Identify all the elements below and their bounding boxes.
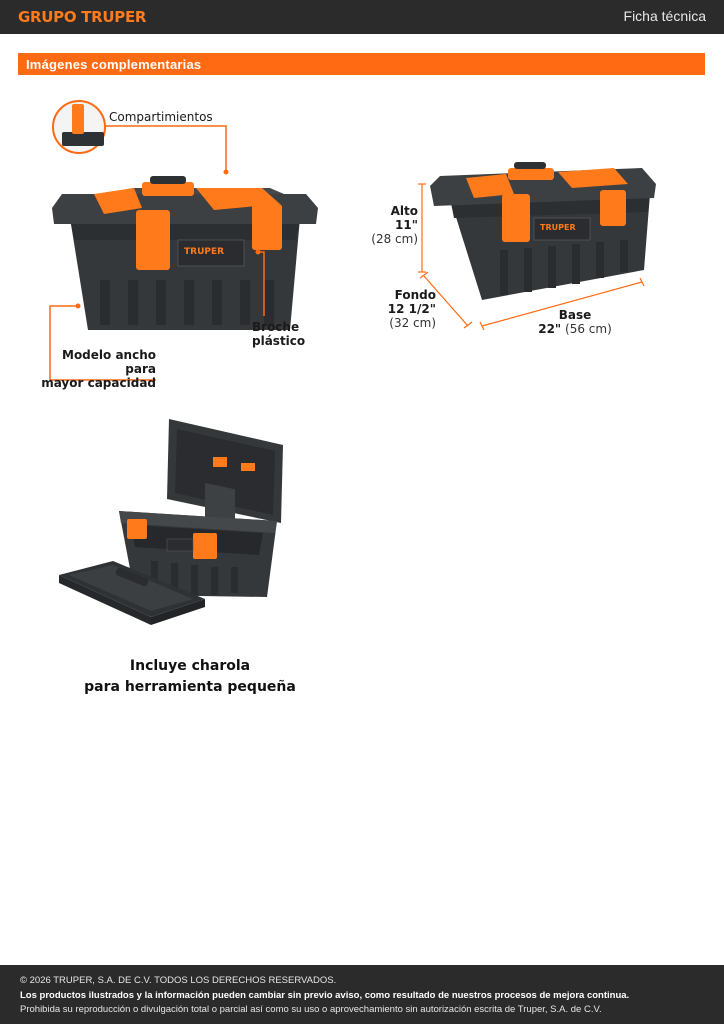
base-label: Base: [558, 308, 592, 322]
footer: © 2026 TRUPER, S.A. DE C.V. TODOS LOS DE…: [0, 965, 724, 1024]
base-cm: (56 cm): [565, 322, 612, 336]
callout-wide-line1: Modelo ancho para: [62, 348, 156, 376]
tray-caption-line1: Incluye charola: [129, 658, 251, 674]
section-header: Imágenes complementarias: [18, 53, 705, 75]
callout-clasp: Broche plástico: [252, 320, 306, 348]
footer-prohibition: Prohibida su reproducción o divulgación …: [20, 1004, 602, 1015]
toolbox-open-with-tray-image: [59, 419, 283, 625]
callout-wide-line2: mayor capacidad: [41, 376, 156, 390]
callout-wide-model: Modelo ancho para mayor capacidad: [40, 348, 156, 390]
depth-cm: (32 cm): [389, 316, 436, 330]
height-inches: 11": [395, 218, 418, 232]
dimension-base: Base 22" (56 cm): [530, 308, 620, 336]
dimension-depth: Fondo 12 1/2" (32 cm): [380, 288, 436, 330]
box-logo-front: TRUPER: [184, 247, 224, 257]
brand-logo: GRUPO TRUPER: [18, 8, 147, 26]
base-measure: 22" (56 cm): [530, 322, 620, 336]
toolbox-front-image: TRUPER: [49, 100, 318, 381]
section-title: Imágenes complementarias: [26, 57, 202, 72]
tray-caption-line2: para herramienta pequeña: [84, 679, 296, 695]
document-type: Ficha técnica: [623, 8, 706, 24]
callout-compartments: Compartimientos: [109, 110, 213, 124]
footer-copyright: © 2026 TRUPER, S.A. DE C.V. TODOS LOS DE…: [20, 975, 337, 986]
top-bar: GRUPO TRUPER Ficha técnica: [0, 0, 724, 34]
box-logo-dimensions: TRUPER: [540, 223, 576, 232]
dimension-height: Alto 11" (28 cm): [362, 204, 418, 246]
callout-clasp-line1: Broche: [252, 320, 300, 334]
height-label: Alto: [390, 204, 418, 218]
footer-notice: Los productos ilustrados y la informació…: [20, 990, 630, 1001]
height-cm: (28 cm): [371, 232, 418, 246]
depth-inches: 12 1/2": [387, 302, 436, 316]
callout-clasp-line2: plástico: [252, 334, 306, 348]
depth-label: Fondo: [394, 288, 436, 302]
tray-caption: Incluye charola para herramienta pequeña: [60, 656, 320, 698]
base-inches: 22": [538, 322, 562, 336]
toolbox-dimensions-image: TRUPER: [418, 162, 656, 331]
